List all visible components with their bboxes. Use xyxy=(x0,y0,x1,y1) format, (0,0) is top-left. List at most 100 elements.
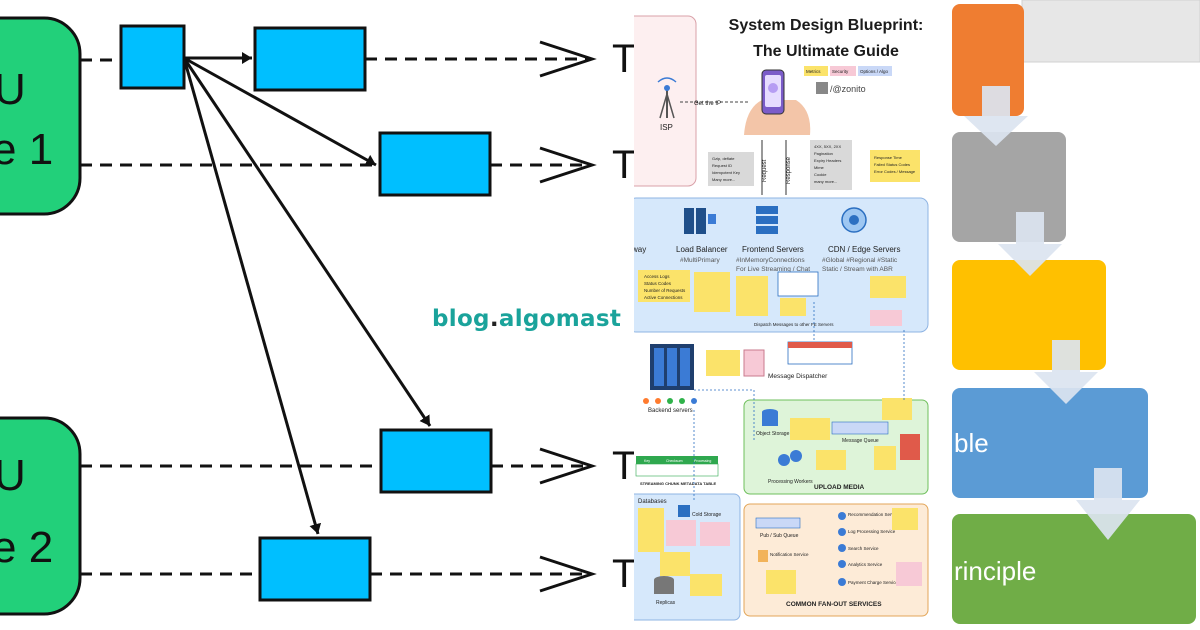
box-1 xyxy=(253,26,367,92)
gateway-note-3: Number of Requests xyxy=(644,288,686,293)
author-label: /@zonito xyxy=(830,84,866,94)
step-2 xyxy=(952,132,1066,242)
recommendation-label: Recommendation Service xyxy=(848,512,900,517)
cdn-servers-icon xyxy=(841,207,867,233)
box-4 xyxy=(258,536,372,602)
request-label: Request xyxy=(762,159,768,182)
metrics-note-3: Error Codes / Message xyxy=(874,169,916,174)
fanout-label: COMMON FAN-OUT SERVICES xyxy=(786,601,882,608)
frontend-label: Frontend Servers xyxy=(742,245,804,254)
log-processing-label: Log Processing Service xyxy=(848,529,896,534)
legend-security xyxy=(830,66,856,76)
load-balancer-icon xyxy=(684,208,716,234)
blueprint-panel: ISP Get the IP System Design Blueprint: … xyxy=(634,0,952,630)
node-2 xyxy=(0,416,82,616)
medium-icon xyxy=(816,82,828,94)
step-arrow-icon xyxy=(1076,468,1140,540)
gateway-note-1: Access Logs xyxy=(644,274,670,279)
sticky-note xyxy=(882,398,912,420)
isp-tower-icon xyxy=(657,77,677,119)
box-2 xyxy=(378,131,492,197)
legend-security-label: Security xyxy=(832,69,849,74)
legend-options xyxy=(858,66,892,76)
status-dot xyxy=(655,398,661,404)
blueprint-diagram: ISP Get the IP System Design Blueprint: … xyxy=(634,15,929,621)
flow-steps-panel: ble rinciple xyxy=(952,0,1200,630)
chunk-table-title: STREAMING CHUNK METADATA TABLE xyxy=(640,481,717,486)
target-label-3: T xyxy=(612,444,634,488)
service-icon xyxy=(838,544,846,552)
sticky-note xyxy=(666,520,696,546)
flow-steps-diagram: ble rinciple xyxy=(952,0,1200,624)
status-dot xyxy=(691,398,697,404)
cdn-tag-1: #Global #Regional #Static xyxy=(822,257,898,264)
backend-label: Backend servers xyxy=(648,408,693,414)
pubsub-label: Pub / Sub Queue xyxy=(760,533,799,539)
sticky-note xyxy=(896,562,922,586)
watermark-part1: blog xyxy=(432,306,490,332)
cdn-label: CDN / Edge Servers xyxy=(828,245,900,254)
open-arrowhead xyxy=(539,555,597,593)
target-label-4: T xyxy=(612,552,634,596)
sticky-note xyxy=(694,272,730,312)
response-note-1: 4XX, 5XX, 2XX xyxy=(814,144,841,149)
sticky-note xyxy=(660,552,690,576)
step-arrow-icon xyxy=(998,212,1062,276)
load-balancer-tag: #MultiPrimary xyxy=(680,257,720,264)
load-balancer-label: Load Balancer xyxy=(676,245,728,254)
message-queue-icon xyxy=(831,421,889,435)
dispatch-label: Dispatch Messages to other FE Servers xyxy=(754,322,834,327)
sticky-note xyxy=(892,508,918,530)
sticky-note xyxy=(736,276,768,316)
request-note-3: Idempotent Key xyxy=(712,170,740,175)
step-arrow-icon xyxy=(1034,340,1098,404)
request-note-2: Request ID xyxy=(712,163,732,168)
service-icon xyxy=(838,560,846,568)
arrow-to-box-4 xyxy=(182,57,322,535)
blueprint-title-line1: System Design Blueprint: xyxy=(729,17,924,34)
sticky-note xyxy=(638,508,664,552)
response-note-6: many more... xyxy=(814,179,837,184)
phone-in-hand-icon xyxy=(744,69,811,135)
node-2-line1: U xyxy=(0,451,26,500)
status-dot xyxy=(667,398,673,404)
gateway-note-2: Status Codes xyxy=(644,281,672,286)
chunk-col-2: Checksum xyxy=(666,459,683,463)
object-storage-icon xyxy=(762,409,778,426)
node-1 xyxy=(0,16,82,216)
service-icon xyxy=(838,528,846,536)
box-3 xyxy=(379,428,493,494)
open-arrowhead xyxy=(539,40,597,78)
gateway-label: way xyxy=(634,245,646,254)
chunk-col-1: Key xyxy=(644,459,650,463)
pubsub-icon xyxy=(755,517,801,529)
service-icon xyxy=(838,512,846,520)
frontend-servers-icon xyxy=(756,206,778,234)
step-arrow-icon xyxy=(964,86,1028,146)
message-table-header xyxy=(788,342,852,348)
message-queue-label: Message Queue xyxy=(842,438,879,444)
upload-media-label: UPLOAD MEDIA xyxy=(814,484,865,491)
request-notes xyxy=(708,152,754,186)
step-5-label: rinciple xyxy=(954,556,1036,586)
sticky-note xyxy=(690,574,722,596)
request-note-4: Many more... xyxy=(712,177,735,182)
frontend-tag-2: For Live Streaming / Chat xyxy=(736,266,810,273)
frontend-tag-1: #InMemoryConnections xyxy=(736,257,805,264)
gateway-notes xyxy=(638,270,690,302)
chunk-table-body xyxy=(635,463,719,477)
get-ip-label: Get the IP xyxy=(694,101,721,107)
object-storage-label: Object Storage xyxy=(756,431,790,437)
watermark: blog.algomast xyxy=(432,306,621,332)
node-2-line2: e 2 xyxy=(0,523,53,572)
notification-label: Notification Service xyxy=(770,552,809,557)
sticky-note xyxy=(870,310,902,326)
node-1-line2: e 1 xyxy=(0,125,53,174)
left-diagram: U e 1 U e 2 T T T T xyxy=(0,16,634,616)
search-label: Search Service xyxy=(848,546,879,551)
replicas-label: Replicas xyxy=(656,600,676,606)
sticky-note xyxy=(766,570,796,594)
sticky-note xyxy=(816,450,846,470)
request-note-1: Gzip, deflate xyxy=(712,156,735,161)
legend-metrics xyxy=(804,66,828,76)
